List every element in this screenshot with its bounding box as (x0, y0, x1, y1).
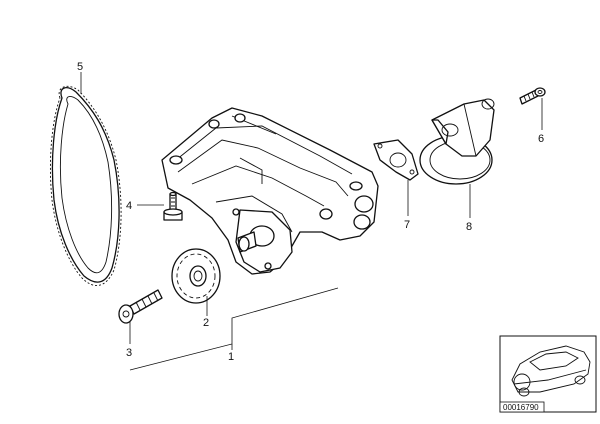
callout-3: 3 (126, 347, 132, 359)
car-silhouette (511, 345, 591, 397)
leader-lines (80, 72, 543, 371)
callout-5: 5 (77, 61, 83, 73)
suction-pipe[interactable] (419, 98, 495, 185)
callout-7: 7 (404, 219, 410, 231)
callout-8: 8 (466, 221, 472, 233)
callout-4: 4 (126, 200, 132, 212)
bolt[interactable] (519, 87, 546, 105)
oil-pump-housing[interactable] (161, 107, 379, 275)
timing-chain[interactable] (49, 85, 122, 286)
callout-6: 6 (538, 133, 544, 145)
callouts: 1 2 3 4 5 6 7 8 (77, 61, 544, 363)
gasket[interactable] (373, 139, 419, 181)
sprocket[interactable] (171, 248, 221, 304)
thumbnail-code: 00016790 (503, 403, 539, 412)
callout-1: 1 (228, 351, 234, 363)
callout-2: 2 (203, 317, 209, 329)
screw[interactable] (118, 289, 163, 324)
flange-bolt[interactable] (163, 191, 183, 221)
car-thumbnail: 00016790 (499, 335, 597, 413)
